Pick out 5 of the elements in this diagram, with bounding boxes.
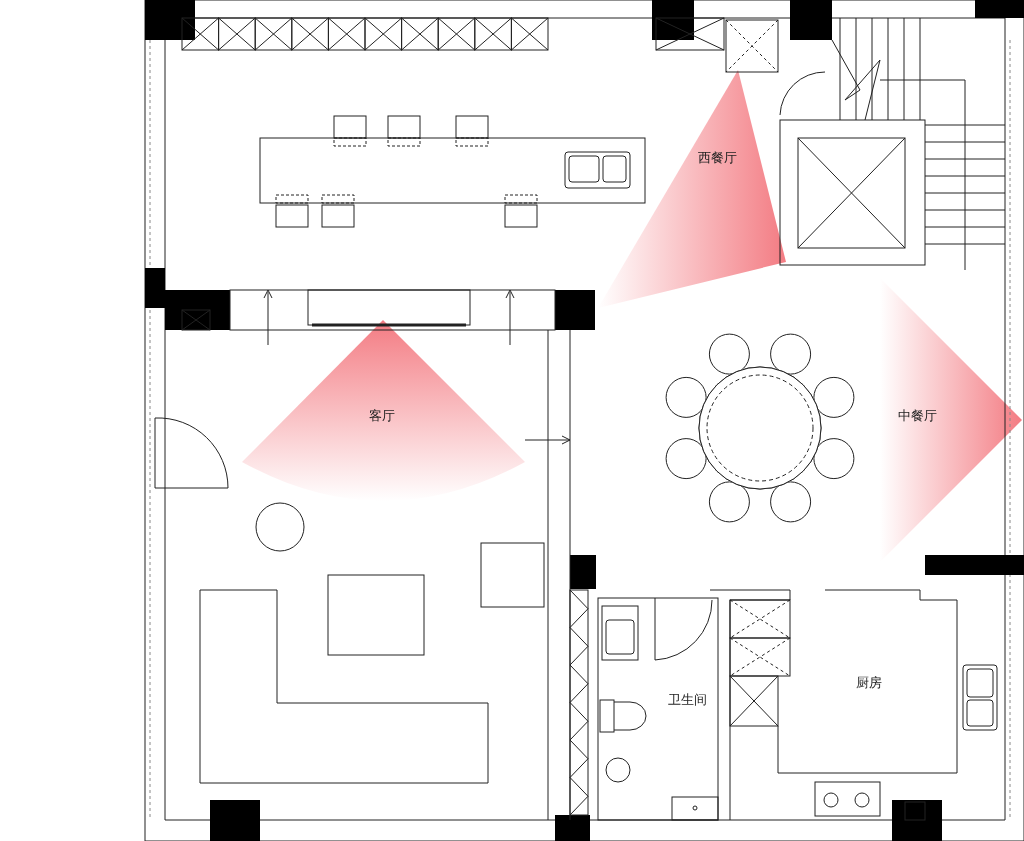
room-label: 厨房 (856, 675, 882, 691)
room-label: 卫生间 (668, 692, 707, 708)
room-label: 中餐厅 (898, 408, 937, 424)
room-label: 客厅 (369, 408, 395, 424)
room-label: 西餐厅 (698, 150, 737, 166)
